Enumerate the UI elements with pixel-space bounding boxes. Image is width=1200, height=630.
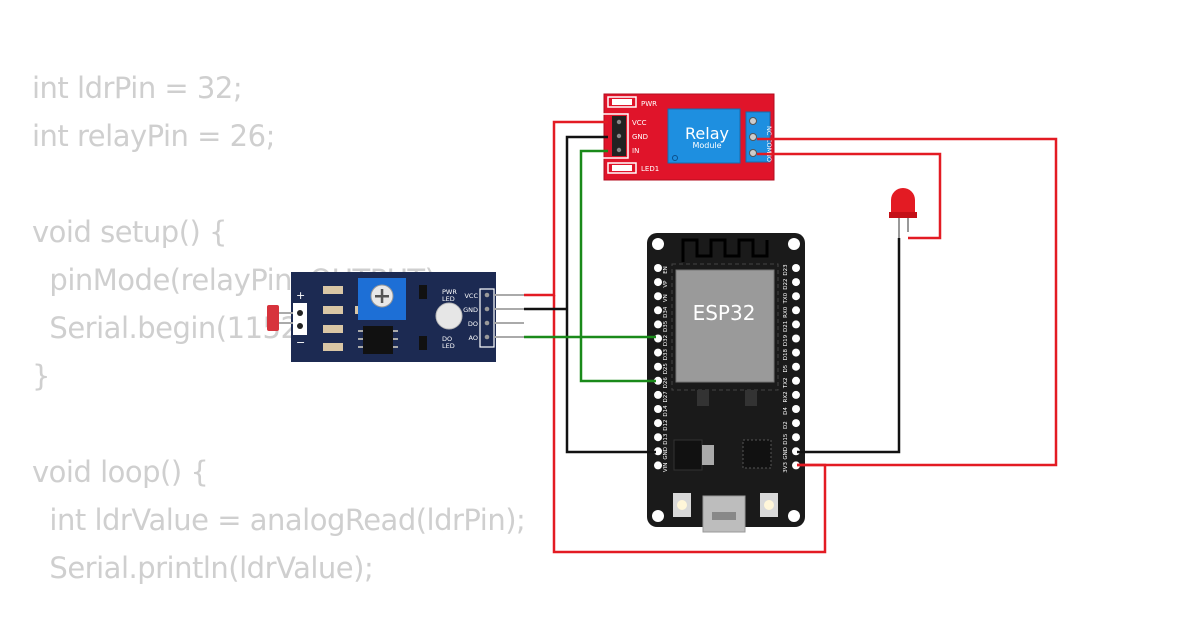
esp32-chip-label: ESP32 (693, 301, 756, 325)
wire-vcc-red[interactable] (524, 120, 608, 297)
esp32-pin-hole[interactable] (792, 348, 800, 357)
esp32-pin-hole[interactable] (654, 292, 662, 301)
esp32-pin-hole[interactable] (654, 390, 662, 399)
red-led-icon[interactable] (889, 188, 917, 238)
esp32-pin-label: D15 (783, 433, 789, 445)
relay-subtitle: Module (692, 141, 721, 150)
esp32-pin-label: D2 (783, 421, 789, 429)
esp32-pin-label: TX0 (783, 292, 789, 304)
esp32-pin-hole[interactable] (792, 447, 800, 456)
relay-pin-in: IN (632, 147, 639, 155)
esp32-pin-hole[interactable] (792, 334, 800, 343)
esp32-pin-hole[interactable] (792, 264, 800, 272)
esp32-pin-hole[interactable] (654, 320, 662, 329)
relay-pin-vcc: VCC (632, 119, 647, 127)
esp32-pin-label: 3V3 (783, 462, 789, 473)
relay-pwr-label: PWR (641, 100, 657, 108)
esp32-pin-hole[interactable] (654, 433, 662, 442)
ldr-pin-ao: AO (469, 334, 478, 342)
wire-relay-no-red[interactable] (757, 137, 1058, 467)
esp32-pin-hole[interactable] (654, 348, 662, 357)
esp32-pin-label: D14 (663, 405, 669, 417)
esp32-pin-hole[interactable] (792, 390, 800, 399)
esp32-board[interactable]: ESP32 ENVPVND34D35D32D33D25D26D27D14D12D… (647, 233, 805, 533)
ldr-plus-label: + (296, 289, 305, 302)
esp32-pin-hole[interactable] (654, 278, 662, 287)
esp32-pin-label: D12 (663, 419, 669, 430)
esp32-pin-label: D5 (783, 364, 789, 372)
code-line: Serial.println(ldrValue); (32, 551, 374, 585)
esp32-pin-hole[interactable] (654, 264, 662, 272)
esp32-pin-label: D35 (663, 320, 669, 332)
esp32-pin-label: D34 (663, 306, 669, 318)
esp32-pin-hole[interactable] (654, 447, 662, 456)
esp32-pin-label: TX2 (783, 377, 789, 389)
relay-title: Relay (685, 124, 729, 143)
esp32-pin-label: GND (783, 447, 789, 460)
esp32-pin-label: VN (663, 294, 669, 302)
relay-module[interactable]: PWR LED1 VCC GND IN Relay Module NC COM … (601, 93, 775, 181)
esp32-pin-hole[interactable] (654, 306, 662, 315)
esp32-pin-hole[interactable] (654, 362, 662, 371)
esp32-pin-hole[interactable] (792, 306, 800, 315)
wire-relay-in-green[interactable] (579, 149, 656, 383)
esp32-pin-label: D19 (783, 334, 789, 346)
esp32-pin-hole[interactable] (792, 320, 800, 329)
esp32-pin-label: VIN (663, 463, 669, 473)
esp32-pin-hole[interactable] (792, 419, 800, 428)
esp32-pin-hole[interactable] (792, 461, 800, 470)
esp32-pin-label: D4 (783, 407, 789, 415)
esp32-pin-label: D27 (663, 391, 669, 403)
code-line: void setup() { (32, 215, 228, 249)
esp32-pin-label: D26 (663, 377, 669, 389)
esp32-pin-label: D33 (663, 348, 669, 360)
code-line: int relayPin = 26; (32, 119, 275, 153)
esp32-pin-label: D22 (783, 278, 789, 289)
relay-led1-label: LED1 (641, 165, 659, 173)
esp32-pin-label: RX2 (783, 391, 789, 402)
esp32-pin-hole[interactable] (654, 376, 662, 385)
relay-contact-com: COM (765, 138, 773, 153)
code-background: int ldrPin = 32; int relayPin = 26; void s… (32, 64, 526, 592)
esp32-pin-hole[interactable] (792, 292, 800, 301)
wire-gnd-black[interactable] (565, 135, 656, 454)
esp32-pin-label: GND (663, 447, 669, 460)
esp32-pin-label: D23 (783, 264, 789, 276)
esp32-pin-label: RX0 (783, 306, 789, 318)
code-line: } (32, 359, 50, 393)
photoresistor-icon (267, 305, 279, 331)
code-line: int ldrValue = analogRead(ldrPin); (32, 503, 526, 537)
ldr-minus-label: − (296, 336, 305, 349)
esp32-pin-hole[interactable] (792, 405, 800, 413)
relay-pin-gnd: GND (632, 133, 648, 141)
esp32-pin-hole[interactable] (654, 461, 662, 470)
esp32-pin-label: VP (663, 280, 669, 288)
esp32-pin-hole[interactable] (654, 405, 662, 413)
esp32-pin-label: D18 (783, 348, 789, 360)
ldr-pin-gnd: GND (463, 306, 478, 314)
esp32-pin-label: D25 (663, 363, 669, 375)
esp32-pin-hole[interactable] (792, 362, 800, 371)
relay-contact-nc: NC (765, 126, 773, 136)
esp32-pin-label: EN (663, 266, 669, 274)
code-line: void loop() { (32, 455, 209, 489)
esp32-pin-hole[interactable] (654, 334, 662, 343)
wire-relay-com-red[interactable] (757, 152, 942, 240)
ldr-pin-vcc: VCC (464, 292, 478, 300)
esp32-pin-label: D13 (663, 433, 669, 445)
esp32-pin-hole[interactable] (792, 433, 800, 442)
esp32-pin-hole[interactable] (792, 376, 800, 385)
esp32-pin-label: D32 (663, 335, 669, 346)
esp32-pin-label: D21 (783, 321, 789, 332)
esp32-pin-hole[interactable] (792, 278, 800, 287)
ldr-pin-do: DO (468, 320, 478, 328)
code-line: int ldrPin = 32; (32, 71, 243, 105)
wire-led-gnd-black[interactable] (797, 238, 901, 454)
relay-contact-no: NO (765, 152, 773, 162)
esp32-pin-hole[interactable] (654, 419, 662, 428)
